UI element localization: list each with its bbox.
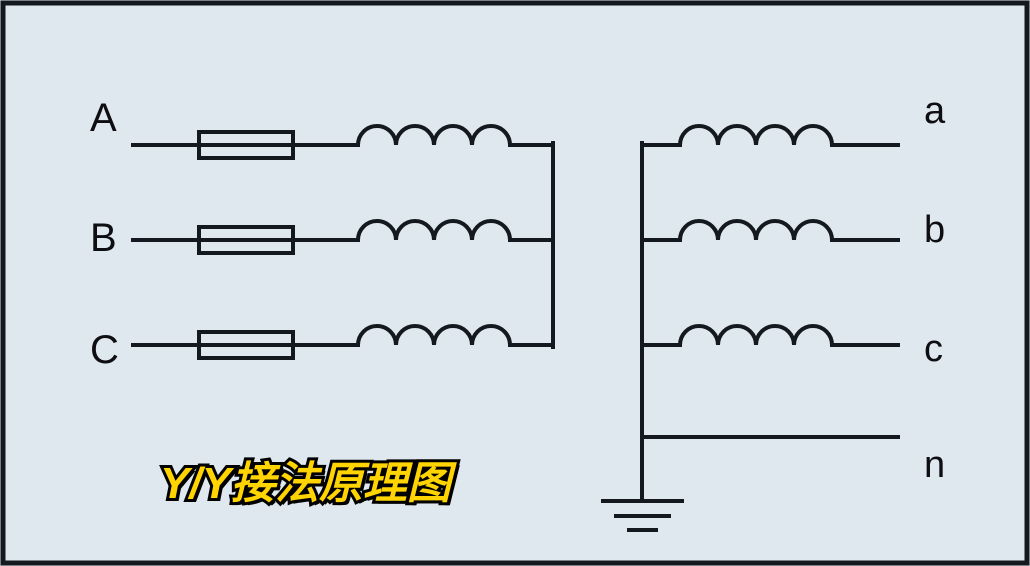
terminal-label-b: b [924, 209, 946, 251]
terminal-label-n: n [924, 444, 946, 486]
diagram-title: Y/Y接法原理图 [157, 459, 454, 509]
primary-phase-a [131, 124, 555, 160]
terminal-label-c: c [924, 328, 943, 370]
terminal-label-a: a [924, 90, 946, 132]
secondary-phase-c [640, 324, 900, 348]
secondary-phase-b [640, 219, 900, 243]
phase-a-fuse-box [197, 130, 295, 160]
phase-c-coil [355, 324, 513, 348]
phase-a2-coil [677, 124, 835, 148]
phase-c2-coil [677, 324, 835, 348]
terminal-label-A: A [90, 96, 117, 140]
terminal-label-B: B [90, 216, 117, 260]
primary-phase-c [131, 324, 555, 360]
primary-phase-b [131, 219, 555, 255]
phase-c-fuse-box [197, 330, 295, 360]
secondary-phase-a [640, 124, 900, 148]
phase-b-coil [355, 219, 513, 243]
diagram-title-wrap: Y/Y接法原理图 [157, 459, 454, 509]
phase-b-fuse-box [197, 225, 295, 255]
phase-a-coil [355, 124, 513, 148]
terminal-label-C: C [90, 328, 119, 372]
phase-b2-coil [677, 219, 835, 243]
earth-ground-icon [601, 499, 684, 532]
